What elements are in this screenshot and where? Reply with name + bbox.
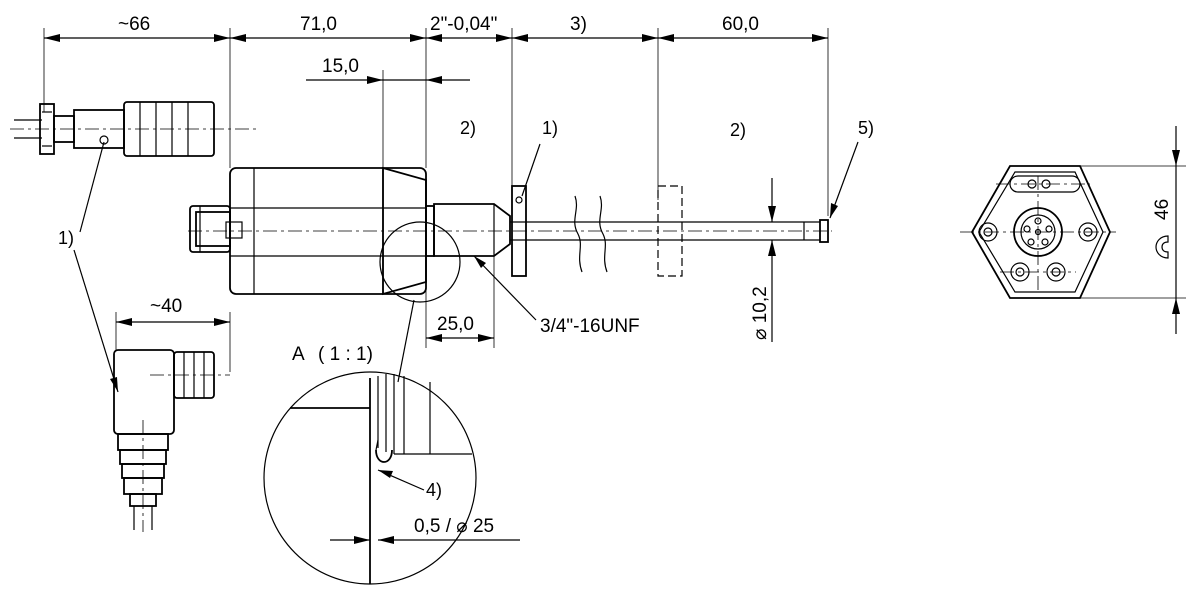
connector-callout: 1) xyxy=(58,141,119,393)
dim-connector-angled: ~40 xyxy=(150,296,182,317)
dim-connector-straight: ~66 xyxy=(118,14,150,35)
callout-5: 5) xyxy=(858,118,874,138)
callout-2-left: 2) xyxy=(460,118,476,138)
dim-housing-length: 71,0 xyxy=(300,14,337,35)
dim-stroke-note: 3) xyxy=(570,14,587,35)
detail-view-a: A ( 1 : 1) 4) 0,5 / ⌀ 25 xyxy=(263,344,520,585)
dim-width-across-flats: 46 xyxy=(1152,199,1173,220)
dim-rod-end-length: 60,0 xyxy=(722,14,759,35)
rod-diameter-dimension: ⌀ 10,2 xyxy=(750,178,776,342)
detail-scale: ( 1 : 1) xyxy=(318,344,373,365)
dim-hex-length: 25,0 xyxy=(437,314,474,335)
callout-4: 4) xyxy=(426,480,442,500)
dim-seal-spec: 0,5 / ⌀ 25 xyxy=(414,516,494,537)
sensor-rod xyxy=(188,195,832,273)
detail-marker xyxy=(379,221,461,383)
dim-thread-length: 2"-0,04" xyxy=(430,14,497,35)
dim-flange-offset: 15,0 xyxy=(322,56,359,77)
detail-label: A xyxy=(292,344,305,365)
wrench-icon xyxy=(1155,235,1169,259)
magnets: 1) 2) 2) 5) xyxy=(460,118,874,277)
dim-thread-spec: 3/4"-16UNF xyxy=(540,316,640,337)
dim-rod-diameter: ⌀ 10,2 xyxy=(750,286,771,340)
top-dimension-chain: ~66 71,0 2"-0,04" 3) 60,0 xyxy=(43,14,829,216)
callout-1-connector: 1) xyxy=(58,228,74,248)
angled-connector: ~40 xyxy=(113,296,231,532)
front-view xyxy=(960,165,1116,299)
width-across-flats-dimension: 46 xyxy=(1080,126,1186,334)
flange-offset-dimension: 15,0 xyxy=(306,56,470,168)
straight-connector xyxy=(10,101,258,157)
callout-2-right: 2) xyxy=(730,120,746,140)
hex-dimension: 25,0 3/4"-16UNF xyxy=(425,255,640,348)
callout-1-magnet: 1) xyxy=(542,118,558,138)
